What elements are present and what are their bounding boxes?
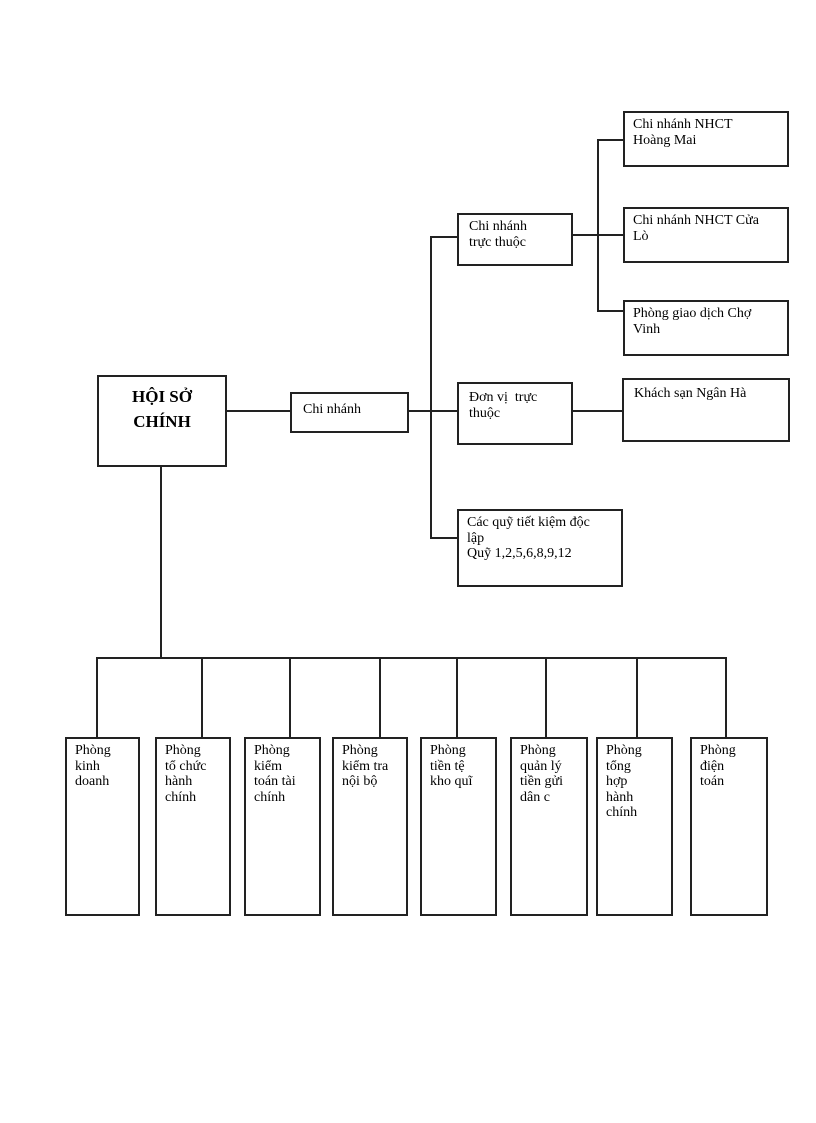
box-phong-kiem-tra-noi-bo: Phòng kiểm tra nội bộ <box>332 737 408 916</box>
box-phong-quan-ly-tien-gui: Phòng quản lý tiền gửi dân c <box>510 737 588 916</box>
connector-root-to-chi-nhanh <box>227 410 290 412</box>
connector-drop-4 <box>379 657 381 737</box>
box-chi-nhanh-nhct-cua-lo: Chi nhánh NHCT Cửa Lò <box>623 207 789 263</box>
connector-drop-2 <box>201 657 203 737</box>
connector-bus-departments <box>96 657 727 659</box>
connector-stub-chi-nhanh-truc-thuoc <box>430 236 457 238</box>
box-chi-nhanh: Chi nhánh <box>290 392 409 433</box>
box-phong-kiem-toan-tai-chinh: Phòng kiểm toán tài chính <box>244 737 321 916</box>
box-don-vi-truc-thuoc: Đơn vị trực thuộc <box>457 382 573 445</box>
connector-drop-1 <box>96 657 98 737</box>
box-phong-to-chuc-hanh-chinh: Phòng tổ chức hành chính <box>155 737 231 916</box>
box-chi-nhanh-nhct-hoang-mai: Chi nhánh NHCT Hoàng Mai <box>623 111 789 167</box>
connector-stub-cho-vinh <box>597 310 623 312</box>
box-cac-quy-tiet-kiem: Các quỹ tiết kiệm độc lập Quỹ 1,2,5,6,8,… <box>457 509 623 587</box>
connector-drop-3 <box>289 657 291 737</box>
box-phong-dien-toan: Phòng điện toán <box>690 737 768 916</box>
connector-drop-7 <box>636 657 638 737</box>
connector-drop-5 <box>456 657 458 737</box>
box-hoi-so-chinh: HỘI SỞ CHÍNH <box>97 375 227 467</box>
connector-chi-nhanh-to-bus <box>407 410 457 412</box>
connector-bus-level3 <box>597 139 599 312</box>
connector-bus-level2 <box>430 236 432 539</box>
box-phong-giao-dich-cho-vinh: Phòng giao dịch Chợ Vinh <box>623 300 789 356</box>
connector-stub-hoang-mai <box>597 139 623 141</box>
box-phong-kinh-doanh: Phòng kinh doanh <box>65 737 140 916</box>
box-khach-san-ngan-ha: Khách sạn Ngân Hà <box>622 378 790 442</box>
box-phong-tong-hop-hanh-chinh: Phòng tổng hợp hành chính <box>596 737 673 916</box>
box-chi-nhanh-truc-thuoc: Chi nhánh trực thuộc <box>457 213 573 266</box>
connector-drop-8 <box>725 657 727 737</box>
connector-stub-cac-quy <box>430 537 457 539</box>
connector-don-vi-to-khach-san <box>572 410 622 412</box>
box-phong-tien-te-kho-qui: Phòng tiền tệ kho quĩ <box>420 737 497 916</box>
connector-root-down <box>160 467 162 659</box>
connector-drop-6 <box>545 657 547 737</box>
